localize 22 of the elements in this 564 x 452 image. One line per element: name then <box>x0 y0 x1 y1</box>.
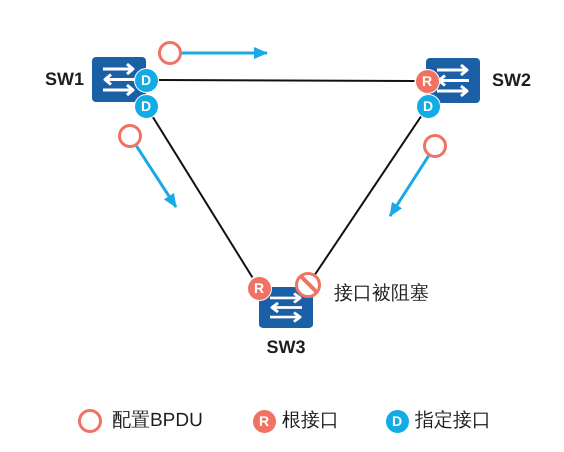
arrow <box>135 145 178 208</box>
legend-label: 指定接口 <box>415 409 491 433</box>
link-line <box>152 116 254 278</box>
status-note: 接口被阻塞 <box>334 282 429 306</box>
port-marker: D <box>134 94 158 118</box>
arrow <box>388 155 430 217</box>
port-marker: R <box>246 276 272 300</box>
ring-icon <box>118 124 142 148</box>
port-marker: D <box>416 94 440 118</box>
link-line <box>314 116 422 275</box>
device-label: SW2 <box>492 69 532 92</box>
device-label: SW1 <box>44 68 84 91</box>
legend-label: 配置BPDU <box>112 409 203 433</box>
arrow <box>182 47 268 59</box>
device-label: SW3 <box>265 336 306 359</box>
ring-icon <box>158 41 182 65</box>
legend-marker: R <box>252 408 276 434</box>
link-line <box>158 79 414 82</box>
legend-label: 根接口 <box>282 409 339 433</box>
port-marker: R <box>414 68 440 94</box>
ring-icon <box>423 134 447 158</box>
legend-marker: D <box>384 408 410 434</box>
